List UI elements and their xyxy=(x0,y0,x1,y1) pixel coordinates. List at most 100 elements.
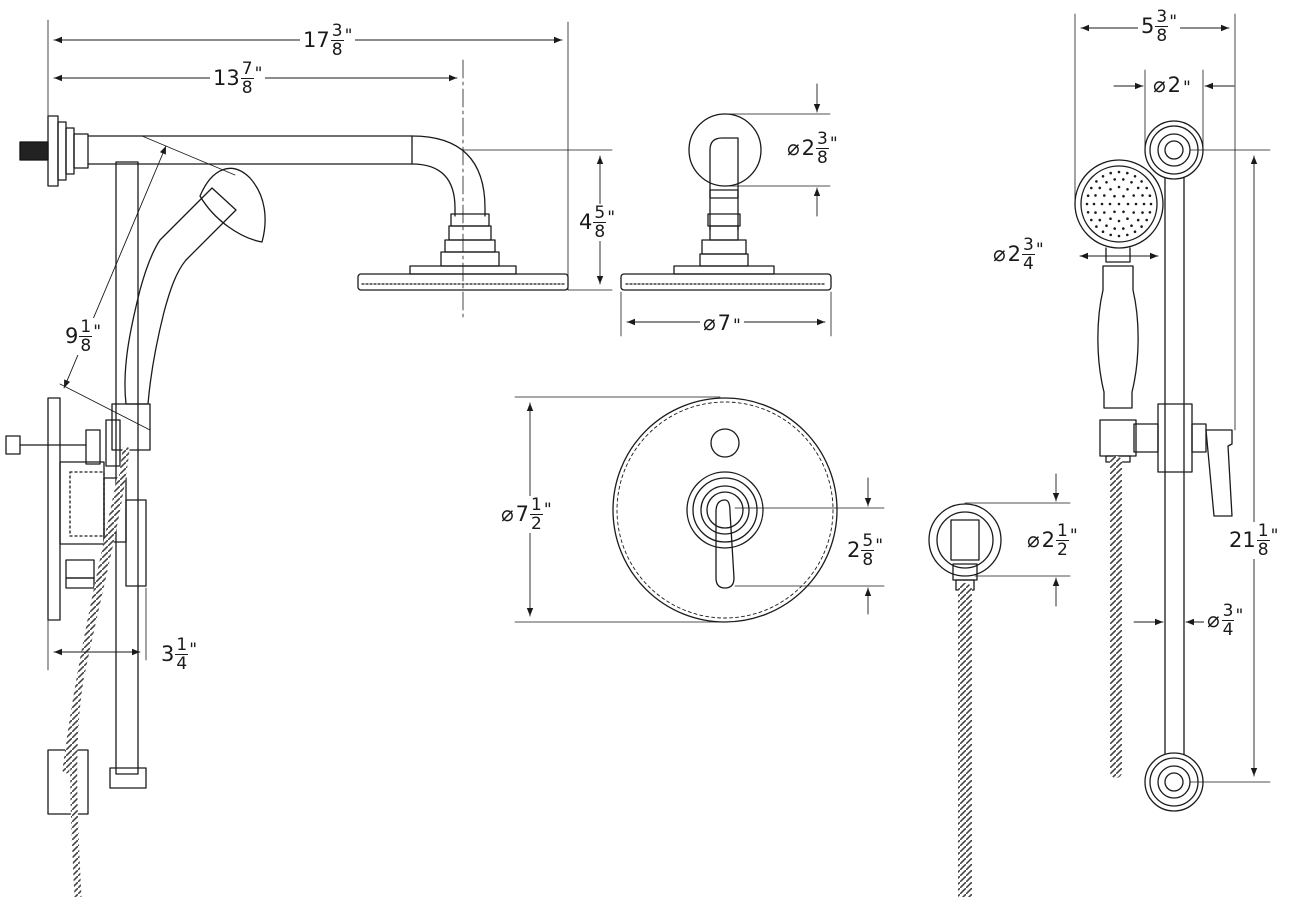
fraction-denominator: 8 xyxy=(331,40,343,60)
nozzle-dot xyxy=(1109,188,1112,191)
fraction-denominator: 4 xyxy=(176,654,188,674)
nozzle-dot xyxy=(1101,230,1105,233)
fraction-numerator: 3 xyxy=(330,21,344,41)
fraction-denominator: 8 xyxy=(862,550,874,570)
fraction-numerator: 1 xyxy=(1056,521,1069,541)
valve-trim-front-view xyxy=(514,396,885,623)
nozzle-dot xyxy=(1100,202,1104,206)
nozzle-dot xyxy=(1109,171,1112,175)
nozzle-dot xyxy=(1109,217,1112,220)
nozzle-dot xyxy=(1141,211,1144,214)
nozzle-dot xyxy=(1126,233,1129,237)
nozzle-dot xyxy=(1126,202,1130,206)
fraction-numerator: 1 xyxy=(175,635,189,655)
bracket-diameter-label: ⌀2" xyxy=(1150,74,1194,97)
dimension-whole: 2 xyxy=(801,136,816,160)
dimension-whole: 13 xyxy=(213,66,240,90)
nozzle-dot xyxy=(1148,211,1152,214)
inch-mark: " xyxy=(733,316,741,336)
valve-body xyxy=(59,461,105,545)
inch-mark: " xyxy=(93,322,102,342)
nozzle-dot xyxy=(1142,202,1146,206)
nozzle-dot xyxy=(1108,202,1112,206)
fraction-numerator: 5 xyxy=(861,531,875,551)
nozzle-dot xyxy=(1109,233,1112,237)
nozzle-dot xyxy=(1149,202,1153,206)
inch-mark: " xyxy=(1035,240,1044,260)
nozzle-dot xyxy=(1090,218,1093,222)
nozzle-dot xyxy=(1145,218,1148,222)
diameter-symbol: ⌀ xyxy=(787,136,800,160)
diameter-symbol: ⌀ xyxy=(1153,73,1166,97)
nozzle-dot xyxy=(1101,175,1105,178)
nozzle-dot xyxy=(1105,181,1108,184)
dimension-whole: 4 xyxy=(579,210,593,234)
nozzle-dot xyxy=(1136,218,1140,222)
handshower-head-side xyxy=(199,167,266,243)
nozzle-dot xyxy=(1103,194,1106,197)
fraction-numerator: 7 xyxy=(240,59,254,79)
handshower-side xyxy=(124,187,237,405)
inch-mark: " xyxy=(1270,526,1279,546)
nozzle-dot xyxy=(1130,181,1133,184)
handshower-nozzles xyxy=(1085,170,1153,238)
inch-mark: " xyxy=(1069,526,1078,546)
diameter-symbol: ⌀ xyxy=(993,242,1006,266)
arm-front-view xyxy=(620,83,832,337)
slider-lever xyxy=(1205,429,1233,517)
nozzle-dot xyxy=(1095,180,1098,183)
dimension-whole: 3 xyxy=(161,642,175,666)
nozzle-dot xyxy=(1117,170,1121,174)
nozzle-dot xyxy=(1117,234,1121,238)
rain-showerhead-front xyxy=(620,273,832,291)
fraction-denominator: 4 xyxy=(1222,620,1234,640)
dimension-whole: 2 xyxy=(1167,73,1182,97)
inch-mark: " xyxy=(1183,78,1191,98)
nozzle-dot xyxy=(1126,171,1129,175)
diameter-symbol: ⌀ xyxy=(501,502,514,526)
threaded-nipple xyxy=(19,141,49,161)
wall-flange xyxy=(47,115,59,187)
nozzle-dot xyxy=(1117,219,1121,223)
fraction-numerator: 1 xyxy=(79,317,93,337)
nozzle-dot xyxy=(1140,180,1143,183)
nozzle-dot xyxy=(1132,194,1135,197)
dimension-whole: 5 xyxy=(1141,14,1155,38)
nozzle-dot xyxy=(1086,194,1090,197)
nozzle-dot xyxy=(1141,194,1144,197)
dimension-whole: 2 xyxy=(1041,528,1056,552)
nozzle-dot xyxy=(1130,224,1133,227)
diameter-symbol: ⌀ xyxy=(1207,608,1220,632)
nozzle-dot xyxy=(1094,194,1097,197)
nozzle-dot xyxy=(1094,211,1097,214)
fraction-numerator: 3 xyxy=(816,129,829,149)
inch-mark: " xyxy=(875,536,884,556)
supply-elbow-view xyxy=(928,473,1071,897)
nozzle-dot xyxy=(1086,211,1090,214)
inch-mark: " xyxy=(543,500,552,520)
nozzle-dot xyxy=(1136,186,1140,190)
inch-mark: " xyxy=(1169,12,1178,32)
nozzle-dot xyxy=(1095,225,1098,228)
supply-elbow-flange xyxy=(928,503,1002,577)
dimension-whole: 2 xyxy=(847,538,861,562)
fraction-numerator: 3 xyxy=(1022,235,1035,255)
slidebar-front-view xyxy=(1074,13,1271,812)
nozzle-dot xyxy=(1117,202,1121,206)
nozzle-dot xyxy=(1090,186,1093,190)
trim-plate-front xyxy=(612,397,838,623)
fraction-denominator: 8 xyxy=(594,222,606,242)
fraction-numerator: 5 xyxy=(593,203,607,223)
